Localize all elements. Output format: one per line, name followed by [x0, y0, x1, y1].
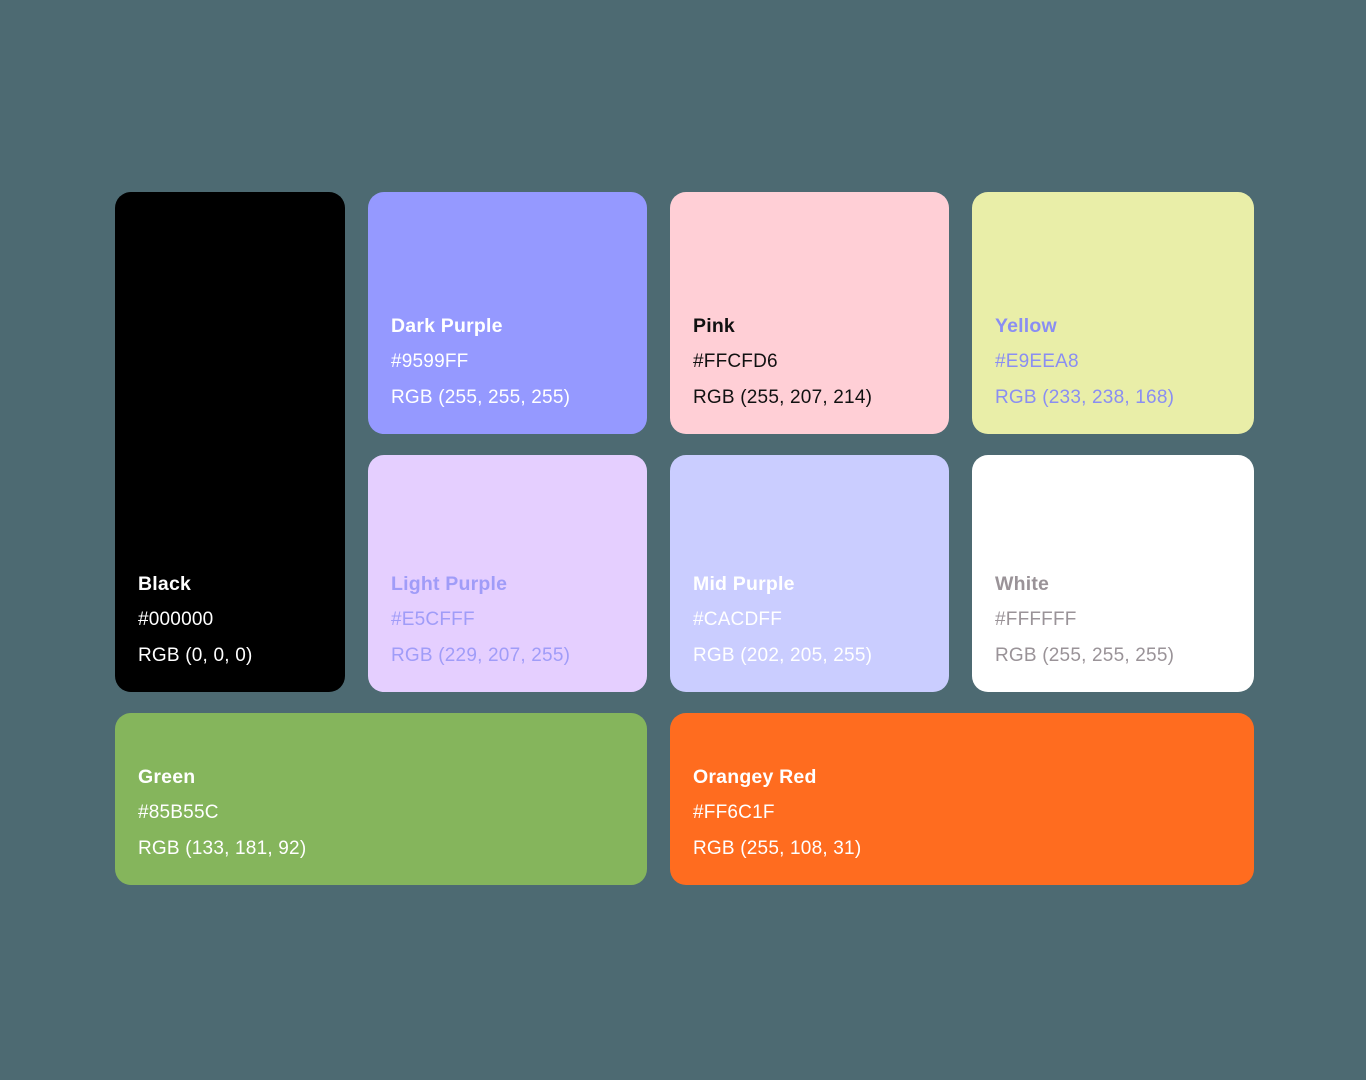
- color-hex-value: #000000: [138, 609, 214, 630]
- color-rgb-value: RGB (133, 181, 92): [138, 838, 307, 859]
- color-card-yellow: Yellow #E9EEA8 RGB (233, 238, 168): [972, 192, 1254, 434]
- palette-grid: Black #000000 RGB (0, 0, 0) Dark Purple …: [115, 192, 1254, 885]
- color-name: White: [995, 573, 1050, 595]
- color-hex-value: #CACDFF: [693, 609, 783, 630]
- color-name: Orangey Red: [693, 766, 817, 788]
- color-hex-value: #85B55C: [138, 802, 219, 823]
- color-hex-value: #E5CFFF: [391, 609, 475, 630]
- color-hex-value: #E9EEA8: [995, 351, 1079, 372]
- color-rgb-value: RGB (255, 255, 255): [995, 645, 1175, 666]
- color-name: Mid Purple: [693, 573, 795, 595]
- color-card-black: Black #000000 RGB (0, 0, 0): [115, 192, 345, 692]
- color-hex-value: #FF6C1F: [693, 802, 775, 823]
- color-card-pink: Pink #FFCFD6 RGB (255, 207, 214): [670, 192, 949, 434]
- color-card-white: White #FFFFFF RGB (255, 255, 255): [972, 455, 1254, 692]
- color-name: Black: [138, 573, 192, 595]
- color-hex-value: #9599FF: [391, 351, 469, 372]
- color-rgb-value: RGB (229, 207, 255): [391, 645, 571, 666]
- color-rgb-value: RGB (233, 238, 168): [995, 387, 1175, 408]
- color-rgb-value: RGB (202, 205, 255): [693, 645, 873, 666]
- color-name: Light Purple: [391, 573, 508, 595]
- color-card-dark-purple: Dark Purple #9599FF RGB (255, 255, 255): [368, 192, 647, 434]
- color-name: Dark Purple: [391, 315, 503, 337]
- color-rgb-value: RGB (255, 108, 31): [693, 838, 862, 859]
- color-card-light-purple: Light Purple #E5CFFF RGB (229, 207, 255): [368, 455, 647, 692]
- color-hex-value: #FFFFFF: [995, 609, 1077, 630]
- color-name: Green: [138, 766, 196, 788]
- color-card-green: Green #85B55C RGB (133, 181, 92): [115, 713, 647, 885]
- color-name: Pink: [693, 315, 735, 337]
- color-rgb-value: RGB (255, 255, 255): [391, 387, 571, 408]
- color-name: Yellow: [995, 315, 1057, 337]
- color-hex-value: #FFCFD6: [693, 351, 778, 372]
- color-card-orangey-red: Orangey Red #FF6C1F RGB (255, 108, 31): [670, 713, 1254, 885]
- color-card-mid-purple: Mid Purple #CACDFF RGB (202, 205, 255): [670, 455, 949, 692]
- color-rgb-value: RGB (255, 207, 214): [693, 387, 873, 408]
- color-rgb-value: RGB (0, 0, 0): [138, 645, 253, 666]
